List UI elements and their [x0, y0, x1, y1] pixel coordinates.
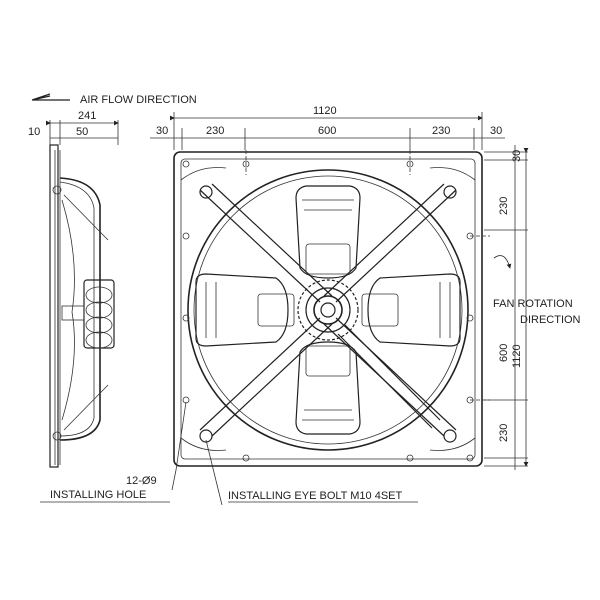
- blade-right: [367, 273, 461, 347]
- air-flow-label: AIR FLOW DIRECTION: [80, 94, 197, 106]
- fan-rotation-label: FAN ROTATION: [493, 298, 573, 310]
- installing-hole-label: INSTALLING HOLE: [50, 489, 146, 501]
- dim-right-seg-4: 230: [498, 424, 510, 442]
- dim-front-seg-3: 600: [318, 125, 336, 137]
- air-flow-indicator: AIR FLOW DIRECTION: [31, 93, 197, 106]
- hole-count-label: 12-Ø9: [126, 475, 157, 487]
- rotation-arrow-icon: [493, 255, 512, 269]
- fan-rotation-label-2: DIRECTION: [520, 314, 581, 326]
- dim-right-seg-1: 30: [511, 150, 523, 162]
- eye-bolt-label: INSTALLING EYE BOLT M10 4SET: [228, 490, 403, 502]
- dim-front-seg-4: 230: [432, 125, 450, 137]
- dim-right-total: 1120: [511, 344, 523, 368]
- dim-front-total: 1120: [313, 105, 337, 117]
- side-view: [49, 144, 115, 468]
- callouts: 12-Ø9 INSTALLING HOLE INSTALLING EYE BOL…: [40, 298, 581, 506]
- dim-front-seg-1: 30: [156, 125, 168, 137]
- hub: [297, 279, 359, 341]
- side-view-dimensions: 241 10 50: [28, 110, 119, 145]
- blade-top: [295, 185, 361, 279]
- front-top-dimensions: 1120 30 230 600 230 30: [150, 105, 505, 150]
- installing-hole-icon: [182, 160, 474, 462]
- dim-right-seg-3: 600: [498, 344, 510, 362]
- blade-bottom: [295, 341, 361, 435]
- dim-side-total: 241: [78, 110, 96, 122]
- dim-side-right: 50: [76, 126, 88, 138]
- eye-bolt-icon: [199, 185, 457, 443]
- front-view: [173, 150, 490, 467]
- front-right-dimensions: 30 230 600 1120 230: [484, 145, 529, 470]
- dim-right-seg-2: 230: [498, 197, 510, 215]
- blade-left: [195, 273, 289, 347]
- dim-front-seg-2: 230: [206, 125, 224, 137]
- dim-side-left: 10: [28, 126, 40, 138]
- air-flow-arrow-icon: [31, 93, 70, 101]
- dim-front-seg-5: 30: [490, 125, 502, 137]
